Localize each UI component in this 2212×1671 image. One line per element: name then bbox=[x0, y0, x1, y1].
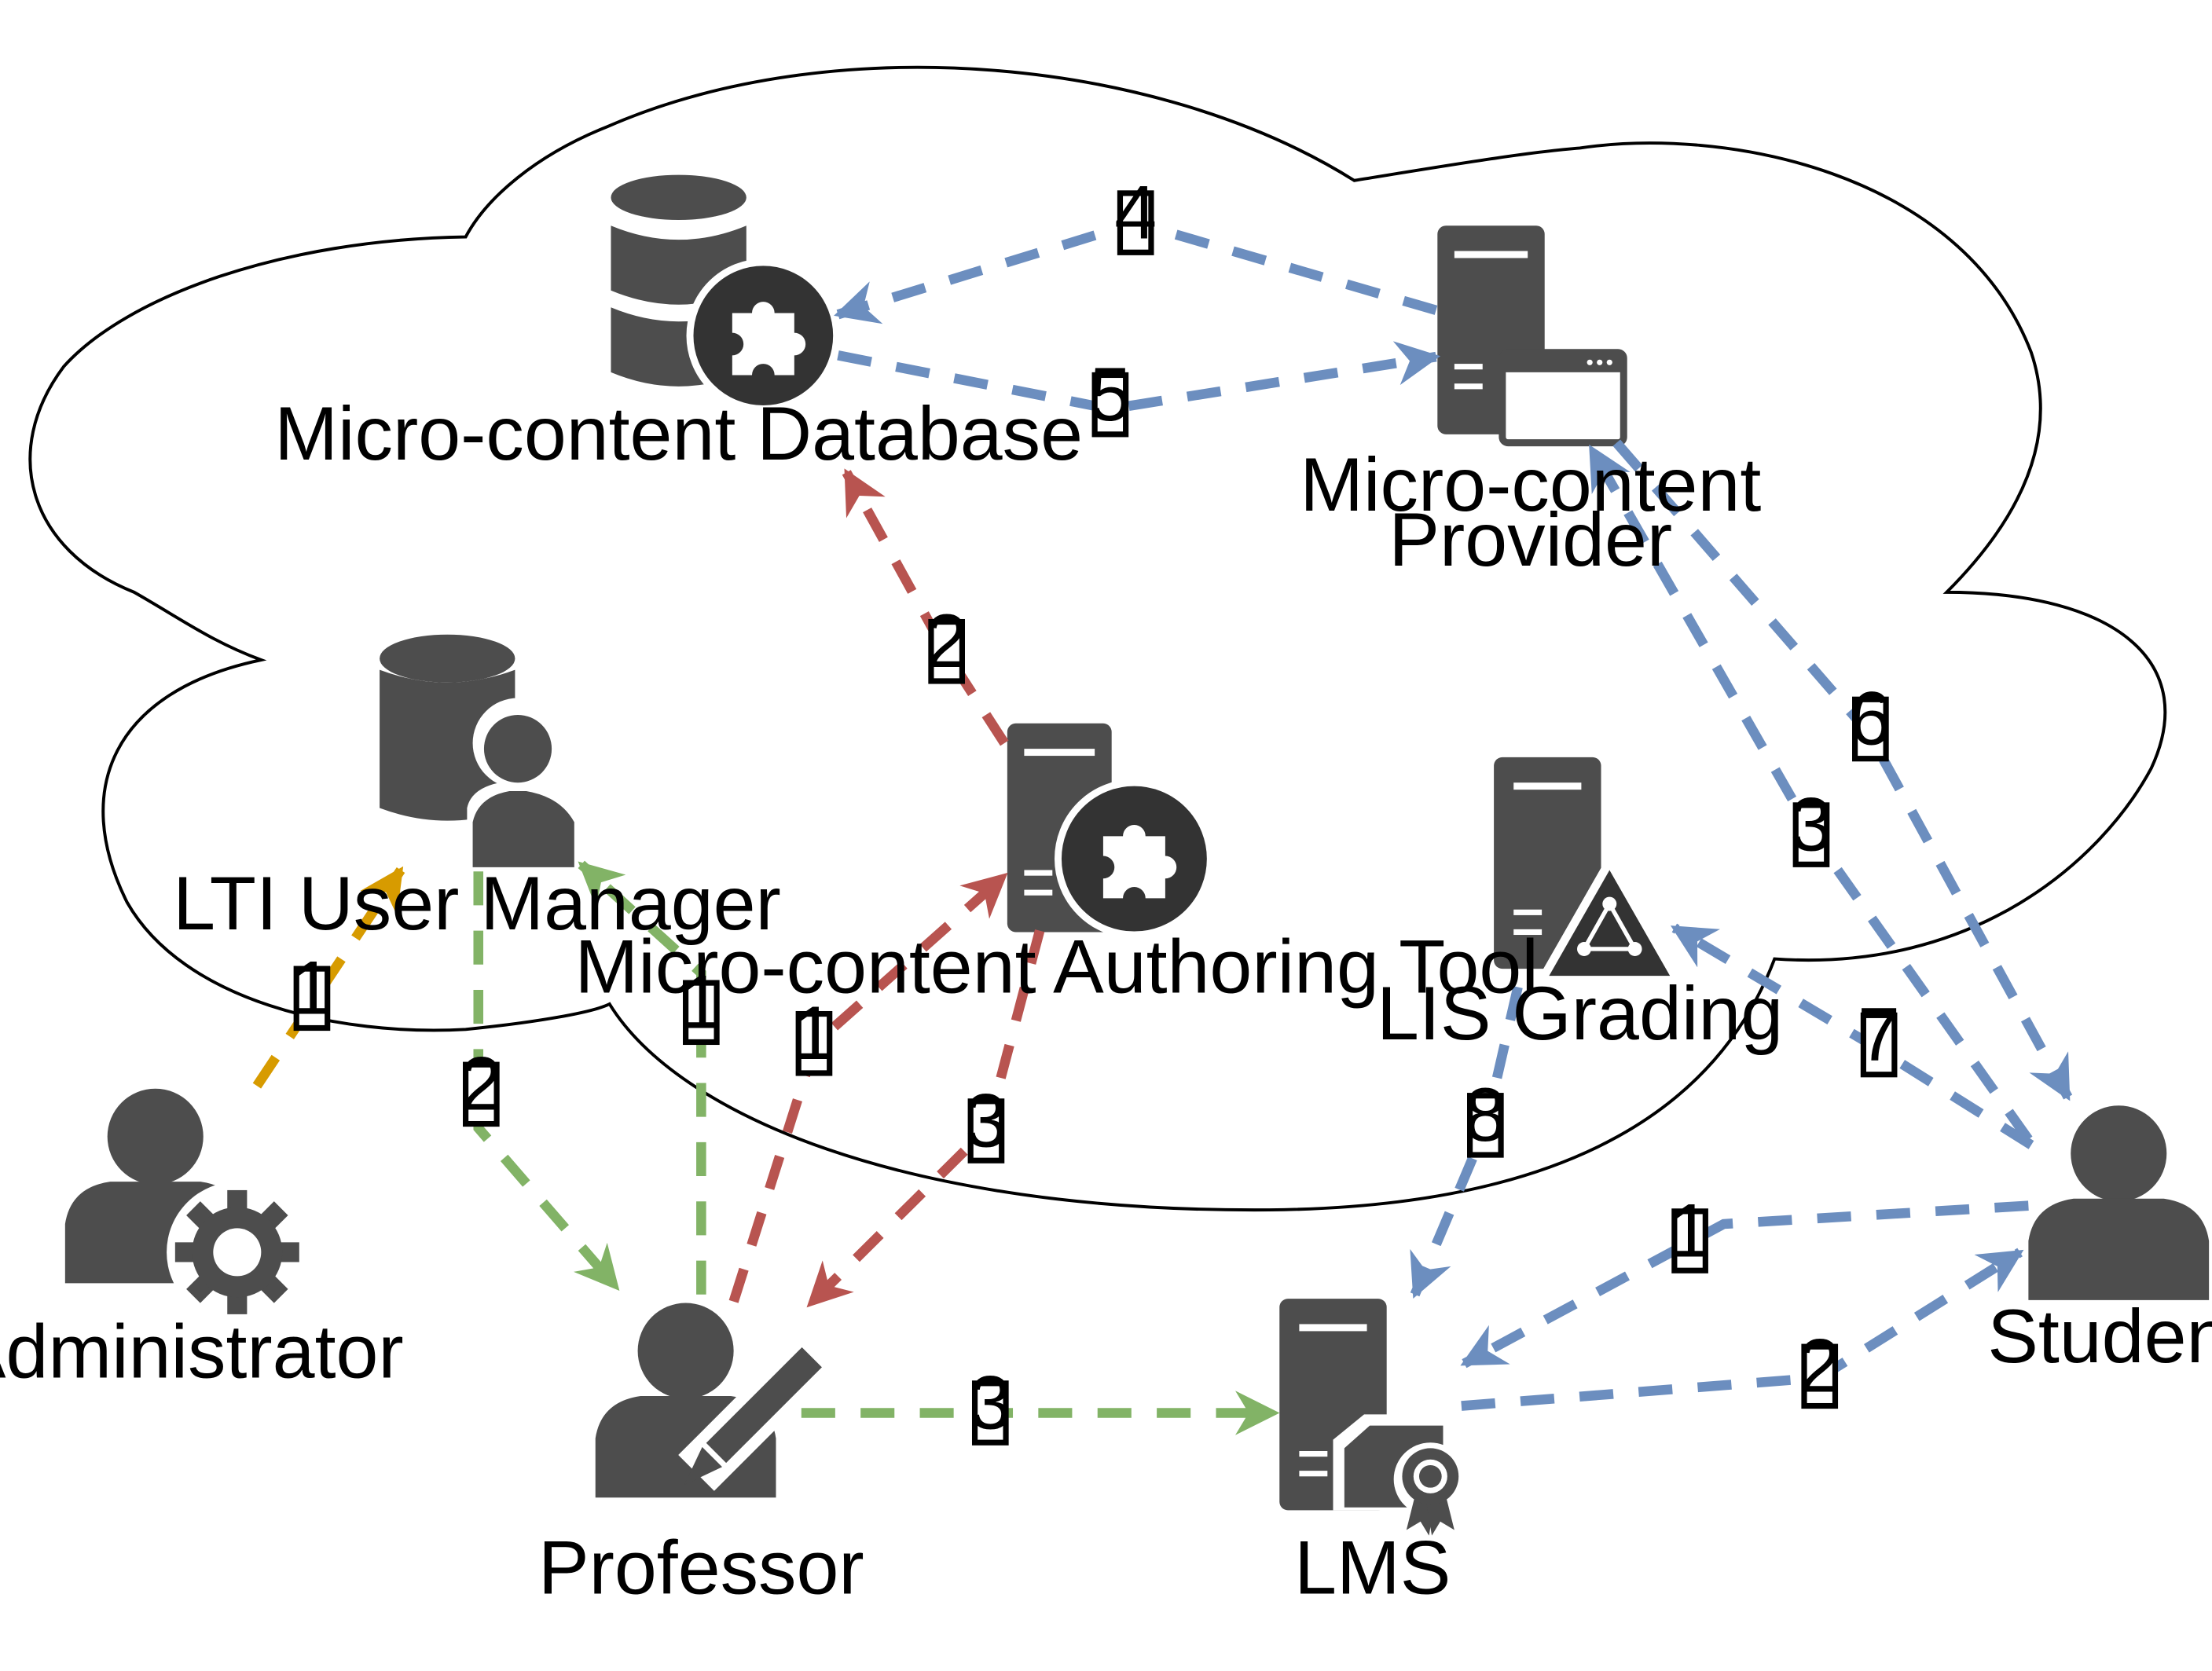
step-label-stu-3: 3 bbox=[1790, 781, 1832, 867]
svg-text:3: 3 bbox=[1790, 781, 1832, 867]
svg-text:5: 5 bbox=[1089, 351, 1132, 437]
svg-text:1: 1 bbox=[291, 945, 333, 1031]
svg-text:2: 2 bbox=[926, 598, 968, 683]
administrator-label: Administrator bbox=[0, 1309, 404, 1394]
lti-label: LTI User Manager bbox=[173, 860, 781, 946]
svg-text:1: 1 bbox=[793, 990, 835, 1076]
step-label-stu-6: 6 bbox=[1849, 676, 1891, 762]
step-label-auth-3: 3 bbox=[965, 1077, 1007, 1163]
database-puzzle-icon bbox=[611, 174, 841, 413]
step-label-prof-1: 1 bbox=[680, 959, 722, 1046]
cloud-boundary bbox=[28, 65, 2167, 1212]
svg-text:2: 2 bbox=[460, 1041, 502, 1127]
lis-label: LIS Grading bbox=[1377, 970, 1783, 1056]
svg-text:1: 1 bbox=[1669, 1187, 1711, 1273]
user-icon bbox=[2028, 1105, 2210, 1300]
svg-text:3: 3 bbox=[965, 1077, 1007, 1163]
step-label-db-4: 4 bbox=[1114, 169, 1157, 255]
provider-label-line1: Micro-content bbox=[1300, 442, 1761, 527]
user-pencil-icon bbox=[595, 1303, 838, 1498]
edge-authoring-database bbox=[842, 468, 1009, 746]
edge-student-lms bbox=[1460, 1200, 2029, 1369]
step-label-db-5: 5 bbox=[1089, 351, 1132, 438]
svg-text:2: 2 bbox=[1799, 1323, 1841, 1409]
step-label-admin-1: 1 bbox=[291, 945, 333, 1032]
svg-text:3: 3 bbox=[969, 1359, 1011, 1445]
step-label-stu-2: 2 bbox=[1799, 1323, 1841, 1409]
server-network-icon bbox=[1494, 757, 1682, 984]
svg-text:1: 1 bbox=[680, 959, 722, 1045]
svg-text:7: 7 bbox=[1858, 991, 1900, 1077]
step-label-stu-7: 7 bbox=[1858, 991, 1900, 1078]
server-certificate-icon bbox=[1279, 1299, 1468, 1536]
svg-text:6: 6 bbox=[1849, 676, 1891, 761]
database-label: Micro-content Database bbox=[274, 390, 1083, 476]
database-user-icon bbox=[380, 634, 592, 867]
lms-label: LMS bbox=[1294, 1524, 1451, 1610]
server-window-icon bbox=[1437, 225, 1627, 447]
svg-text:8: 8 bbox=[1464, 1072, 1506, 1157]
step-label-auth-1: 1 bbox=[793, 990, 835, 1076]
step-label-prof-2: 2 bbox=[460, 1041, 502, 1127]
server-puzzle-icon bbox=[1007, 723, 1214, 939]
step-label-prof-3: 3 bbox=[969, 1359, 1011, 1446]
svg-text:4: 4 bbox=[1114, 169, 1157, 255]
edge-database-provider bbox=[837, 341, 1441, 414]
professor-label: Professor bbox=[538, 1524, 864, 1610]
step-label-stu-1: 1 bbox=[1669, 1187, 1711, 1273]
authoring-label: Micro-content Authoring Tool bbox=[574, 924, 1538, 1010]
user-gear-icon bbox=[64, 1088, 308, 1323]
step-label-auth-2: 2 bbox=[926, 598, 968, 684]
provider-label-line2: Provider bbox=[1388, 497, 1672, 582]
edge-professor-lti bbox=[578, 860, 706, 1295]
edge-lti-professor bbox=[473, 871, 621, 1292]
student-label: Student bbox=[1987, 1293, 2212, 1379]
edge-lms-student bbox=[1461, 1248, 2024, 1411]
step-label-stu-8: 8 bbox=[1464, 1072, 1506, 1158]
